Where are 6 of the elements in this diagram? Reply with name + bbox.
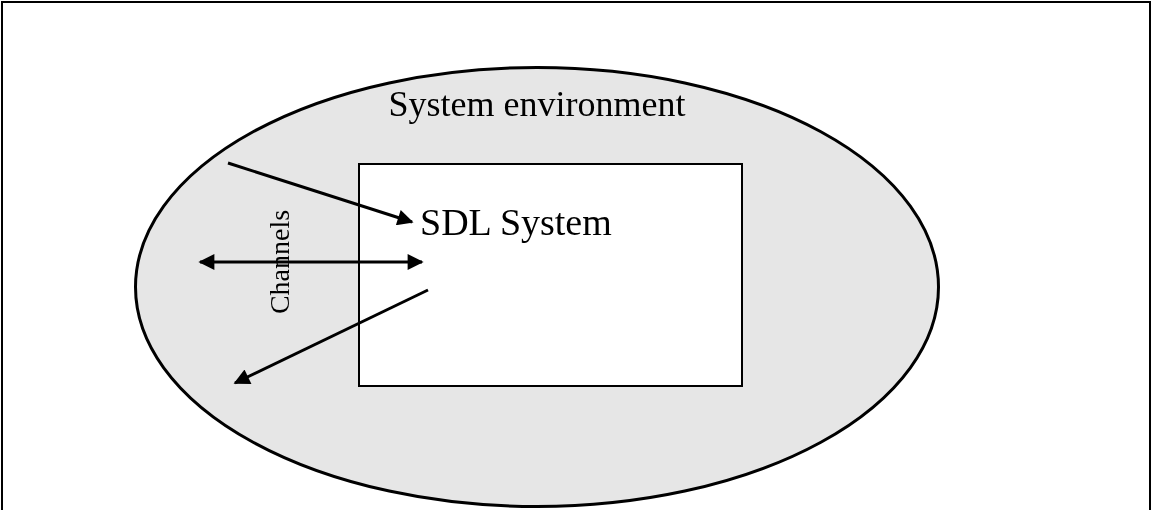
channels-label: Channels — [266, 208, 294, 317]
channel-arrow — [227, 161, 414, 226]
channel-arrow — [198, 254, 424, 270]
channel-arrow — [233, 288, 429, 385]
environment-label: System environment — [388, 86, 686, 122]
system-label: SDL System — [420, 203, 612, 241]
